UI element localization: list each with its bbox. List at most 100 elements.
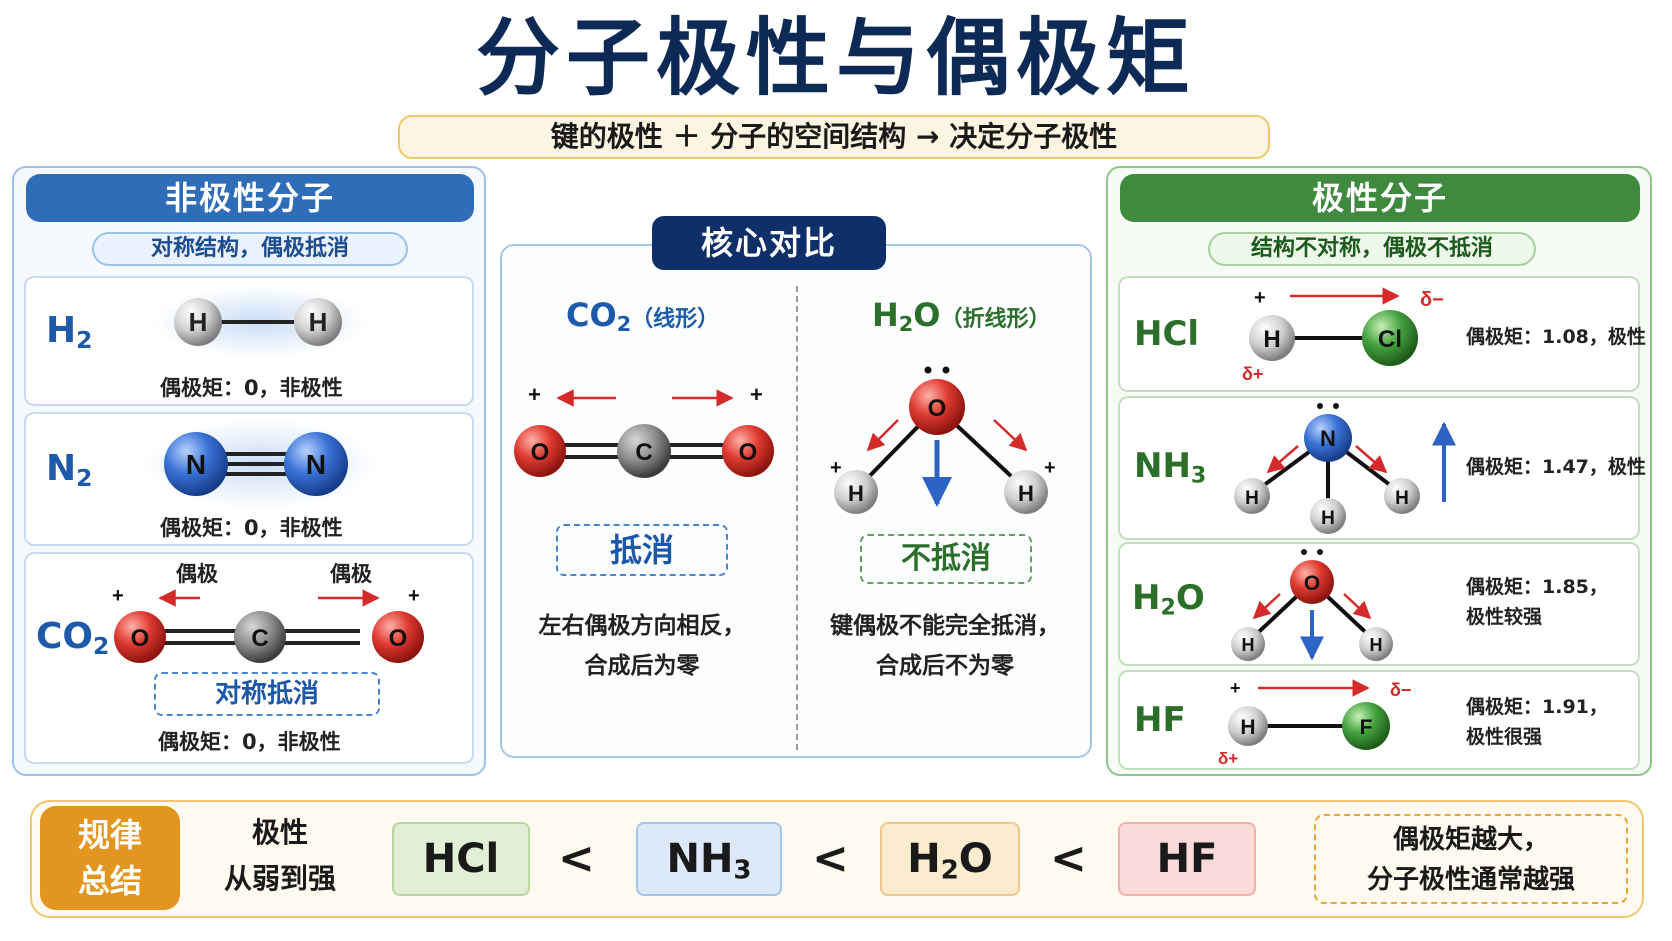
c-atom (617, 424, 671, 478)
cl-atom (1362, 310, 1418, 366)
n2-result: 偶极矩：0，非极性 (160, 516, 343, 540)
hcl-result: 偶极矩：1.08，极性 (1466, 326, 1646, 348)
f-atom (1342, 702, 1390, 750)
mid-co2-tag: 抵消 (556, 524, 728, 576)
n2-molecule: N N (142, 418, 378, 510)
summary-desc: 极性从弱到强 (223, 816, 336, 895)
summary-badge: 规律总结 (40, 806, 180, 910)
svg-text:H: H (1245, 488, 1259, 509)
svg-text:+: + (408, 585, 420, 607)
co2-label: CO2 (36, 616, 110, 660)
h-atom (1231, 627, 1265, 661)
subtitle-banner: 键的极性 ＋ 分子的空间结构 → 决定分子极性 (398, 115, 1270, 159)
svg-text:N: N (306, 449, 326, 480)
hf-label: HF (1134, 700, 1186, 740)
hcl-molecule: + δ− H Cl δ+ (1242, 287, 1444, 384)
o-atom (114, 611, 166, 663)
svg-text:H: H (309, 307, 328, 337)
order-hf: HF (1118, 822, 1256, 896)
mid-h2o-desc: 键偶极不能完全抵消，合成后不为零 (830, 613, 1060, 679)
h2-molecule: H H (152, 286, 368, 358)
n-atom (284, 432, 348, 496)
mid-co2-desc: 左右偶极方向相反，合成后为零 (538, 613, 746, 679)
svg-text:O: O (928, 395, 947, 422)
svg-text:+: + (1254, 287, 1266, 309)
co2-result: 偶极矩：0，非极性 (158, 730, 341, 754)
o-atom (372, 611, 424, 663)
n-atom (164, 432, 228, 496)
order-lt-3: < (1050, 833, 1087, 884)
h-atom (1359, 627, 1393, 661)
svg-text:+: + (112, 585, 124, 607)
h-atom (834, 470, 878, 514)
hcl-label: HCl (1134, 314, 1200, 354)
h-atom (1249, 315, 1295, 361)
h-atom (1004, 470, 1048, 514)
h-atom (1228, 706, 1268, 746)
mid-co2-title: CO2（线形） (566, 296, 720, 337)
h2-label: H2 (46, 310, 93, 354)
nonpolar-header: 非极性分子 (26, 174, 474, 222)
nonpolar-pill: 对称结构，偶极抵消 (92, 232, 408, 266)
o-atom (1290, 560, 1334, 604)
svg-text:δ−: δ− (1420, 289, 1444, 311)
svg-text:δ−: δ− (1390, 680, 1411, 700)
polar-pill: 结构不对称，偶极不抵消 (1208, 232, 1536, 266)
order-hcl: HCl (392, 822, 530, 896)
polar-header: 极性分子 (1120, 174, 1640, 222)
order-lt-1: < (558, 833, 595, 884)
svg-text:+: + (830, 457, 842, 479)
svg-text:H: H (1370, 635, 1383, 655)
h-atom (174, 298, 222, 346)
o-atom (514, 425, 566, 477)
nh3-molecule: N H H H (1234, 403, 1456, 534)
svg-text:H: H (189, 307, 208, 337)
svg-text:N: N (186, 449, 206, 480)
svg-text:H: H (1321, 508, 1335, 529)
svg-text:C: C (251, 625, 268, 652)
svg-text:H: H (1395, 488, 1409, 509)
svg-text:Cl: Cl (1378, 326, 1402, 353)
svg-text:δ+: δ+ (1242, 364, 1263, 384)
svg-text:+: + (1230, 678, 1241, 698)
svg-text:O: O (739, 439, 758, 466)
svg-text:+: + (750, 382, 763, 407)
n-atom (1304, 414, 1352, 462)
h2o-label: H2O (1132, 578, 1205, 621)
mid-h2o-title: H2O（折线形） (872, 296, 1051, 337)
svg-text:O: O (389, 625, 408, 652)
order-nh3: NH3 (636, 822, 782, 896)
o-atom (722, 425, 774, 477)
svg-text:+: + (528, 382, 541, 407)
h-atom (1310, 498, 1346, 534)
n2-label: N2 (46, 448, 93, 492)
svg-text:+: + (1044, 457, 1056, 479)
co2-molecule-left: + + O C O (112, 585, 424, 663)
comparison-header: 核心对比 (652, 216, 886, 270)
co2-cancel-tag: 对称抵消 (154, 672, 380, 716)
summary-bar (30, 800, 1644, 918)
nh3-label: NH3 (1134, 446, 1207, 489)
co2-dipole-right-label: 偶极 (330, 562, 372, 586)
comparison-divider (796, 286, 798, 750)
svg-text:H: H (1263, 326, 1280, 353)
c-atom (234, 611, 286, 663)
h-atom (1384, 478, 1420, 514)
o-atom (909, 379, 965, 435)
h-atom (294, 298, 342, 346)
order-lt-2: < (812, 833, 849, 884)
mid-h2o-molecule: + + O H H (830, 366, 1056, 514)
svg-text:C: C (635, 439, 652, 466)
svg-text:H: H (1018, 481, 1034, 506)
svg-text:N: N (1320, 426, 1336, 451)
h2o-result: 偶极矩：1.85，极性较强 (1466, 576, 1608, 628)
svg-text:H: H (1240, 716, 1255, 739)
h-atom (1234, 478, 1270, 514)
svg-text:O: O (1304, 572, 1320, 595)
nh3-result: 偶极矩：1.47，极性 (1466, 456, 1646, 478)
svg-text:H: H (1242, 635, 1255, 655)
svg-text:O: O (531, 439, 550, 466)
svg-text:O: O (131, 625, 150, 652)
svg-text:F: F (1360, 716, 1373, 739)
h2-result: 偶极矩：0，非极性 (160, 376, 343, 400)
